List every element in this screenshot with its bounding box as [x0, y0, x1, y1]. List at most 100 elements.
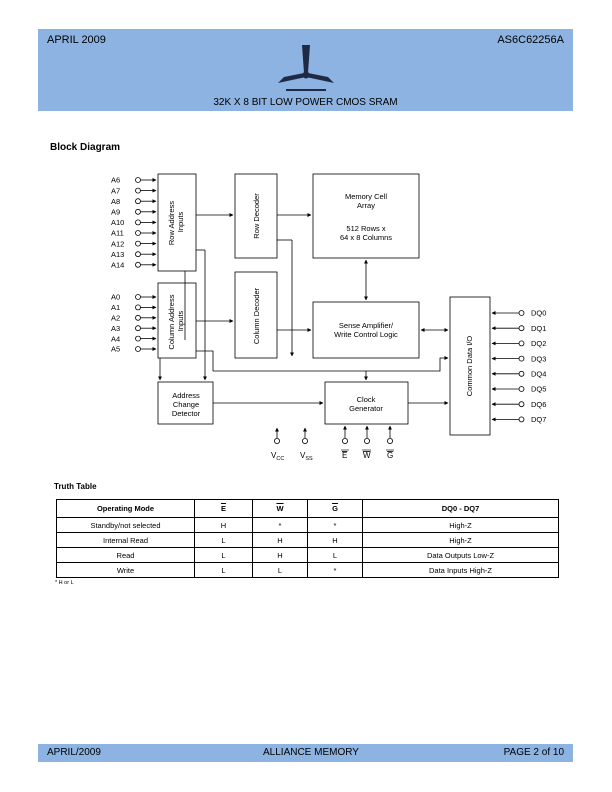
page-footer: APRIL/2009 ALLIANCE MEMORY PAGE 2 of 10 [38, 744, 573, 762]
clock-generator-label-1: Clock [357, 395, 376, 404]
pin-label-a14: A14 [111, 261, 124, 270]
cell-w: L [252, 562, 308, 578]
pin-label-dq0: DQ0 [531, 309, 546, 318]
cell-w: * [252, 517, 308, 533]
row-address-inputs-label-2: Inputs [176, 212, 185, 233]
header-g: G [307, 499, 363, 518]
pin-connector-icon [135, 346, 141, 352]
header-operating-mode: Operating Mode [56, 499, 195, 518]
e-bar-label: E [342, 451, 347, 460]
pin-label-a13: A13 [111, 250, 124, 259]
cell-w: H [252, 547, 308, 563]
pin-label-dq3: DQ3 [531, 354, 546, 363]
g-bar-label: G [387, 451, 393, 460]
pin-connector-icon [518, 370, 525, 377]
cell-w: H [252, 532, 308, 548]
cell-dq: Data Outputs Low-Z [362, 547, 559, 563]
pin-label-dq4: DQ4 [531, 370, 546, 379]
row-decoder-label: Row Decoder [252, 193, 261, 239]
pin-label-dq2: DQ2 [531, 339, 546, 348]
truth-table-note: * H or L [55, 580, 74, 586]
header-part-number: AS6C62256A [497, 34, 564, 46]
cell-mode: Read [56, 547, 195, 563]
column-address-inputs-label-1: Column Address [167, 294, 176, 349]
row-address-inputs-block [157, 173, 197, 272]
pin-connector-icon [135, 208, 141, 215]
svg-text:Row Address Inputs: Row Address Inputs [167, 199, 185, 245]
sense-amplifier-block [312, 301, 420, 359]
row-decoder-block [234, 173, 278, 259]
common-data-io-block [449, 296, 491, 436]
cell-e: L [194, 562, 253, 578]
acd-label-2: Change [173, 400, 199, 409]
pin-connector-icon [518, 416, 525, 423]
pin-connector-icon [135, 251, 141, 258]
cell-g: H [307, 532, 363, 548]
vcc-label: VCC [271, 451, 284, 462]
pin-connector-icon [518, 340, 525, 347]
block-diagram: A6A7A8A9A10A11A12A13A14A0A1A2A3A4A5DQ0DQ… [111, 173, 546, 462]
pin-connector-icon [135, 304, 141, 311]
cell-dq: High-Z [362, 517, 559, 533]
pin-label-a12: A12 [111, 239, 124, 248]
cell-g: * [307, 517, 363, 533]
table-row: Read L H L Data Outputs Low-Z [56, 547, 559, 563]
section-title: Block Diagram [50, 142, 121, 153]
pin-label-a1: A1 [111, 303, 120, 312]
sense-amplifier-label-1: Sense Amplifier/ [339, 321, 394, 330]
header-date: APRIL 2009 [47, 34, 106, 46]
pin-label-dq5: DQ5 [531, 385, 546, 394]
row-address-inputs-label-1: Row Address [167, 201, 176, 245]
pin-connector-icon [135, 198, 141, 205]
pin-label-a4: A4 [111, 334, 120, 343]
pin-connector-icon [135, 240, 141, 247]
cell-e: L [194, 547, 253, 563]
cell-mode: Write [56, 562, 195, 578]
pin-label-dq6: DQ6 [531, 400, 546, 409]
pin-label-a6: A6 [111, 176, 120, 185]
pin-connector-icon [135, 314, 141, 321]
cell-g: L [307, 547, 363, 563]
pin-connector-icon [135, 177, 141, 183]
pin-connector-icon [518, 355, 525, 362]
footer-page-number: PAGE 2 of 10 [503, 747, 564, 758]
memory-cell-array-label-2: Array [357, 201, 375, 210]
pin-label-a9: A9 [111, 208, 120, 217]
pin-connector-icon [518, 386, 525, 392]
pin-connector-icon [518, 310, 525, 316]
column-decoder-block [234, 271, 278, 359]
pin-label-a8: A8 [111, 197, 120, 206]
cell-g: * [307, 562, 363, 578]
cell-e: H [194, 517, 253, 533]
pin-connector-icon [135, 219, 141, 226]
truth-table-header-row: Operating Mode E W G DQ0 - DQ7 [56, 499, 559, 518]
pin-label-dq7: DQ7 [531, 415, 546, 424]
pin-connector-icon [135, 335, 141, 342]
cell-dq: High-Z [362, 532, 559, 548]
alliance-logo-icon [278, 45, 334, 91]
pin-label-dq1: DQ1 [531, 324, 546, 333]
cell-mode: Internal Read [56, 532, 195, 548]
header-w: W [252, 499, 308, 518]
pin-connector-icon [135, 261, 141, 268]
memory-size-label-2: 64 x 8 Columns [340, 233, 392, 242]
table-row: Write L L * Data Inputs High-Z [56, 562, 559, 578]
cell-mode: Standby/not selected [56, 517, 195, 533]
column-address-inputs-label-2: Inputs [176, 311, 185, 332]
svg-text:Column Address Inputs: Column Address Inputs [167, 292, 185, 349]
pin-label-a10: A10 [111, 218, 124, 227]
pin-label-a2: A2 [111, 314, 120, 323]
pin-label-a0: A0 [111, 293, 120, 302]
pin-connector-icon [135, 230, 141, 236]
pin-connector-icon [135, 187, 141, 194]
table-row: Standby/not selected H * * High-Z [56, 517, 559, 533]
sense-amplifier-label-2: Write Control Logic [334, 330, 398, 339]
footer-company: ALLIANCE MEMORY [263, 747, 359, 758]
cell-e: L [194, 532, 253, 548]
pin-connector-icon [135, 325, 141, 332]
header-subtitle: 32K X 8 BIT LOW POWER CMOS SRAM [213, 97, 398, 108]
w-bar-label: W [363, 451, 371, 460]
truth-table-title: Truth Table [54, 482, 97, 491]
pin-connector-icon [518, 325, 525, 332]
table-row: Internal Read L H H High-Z [56, 532, 559, 548]
